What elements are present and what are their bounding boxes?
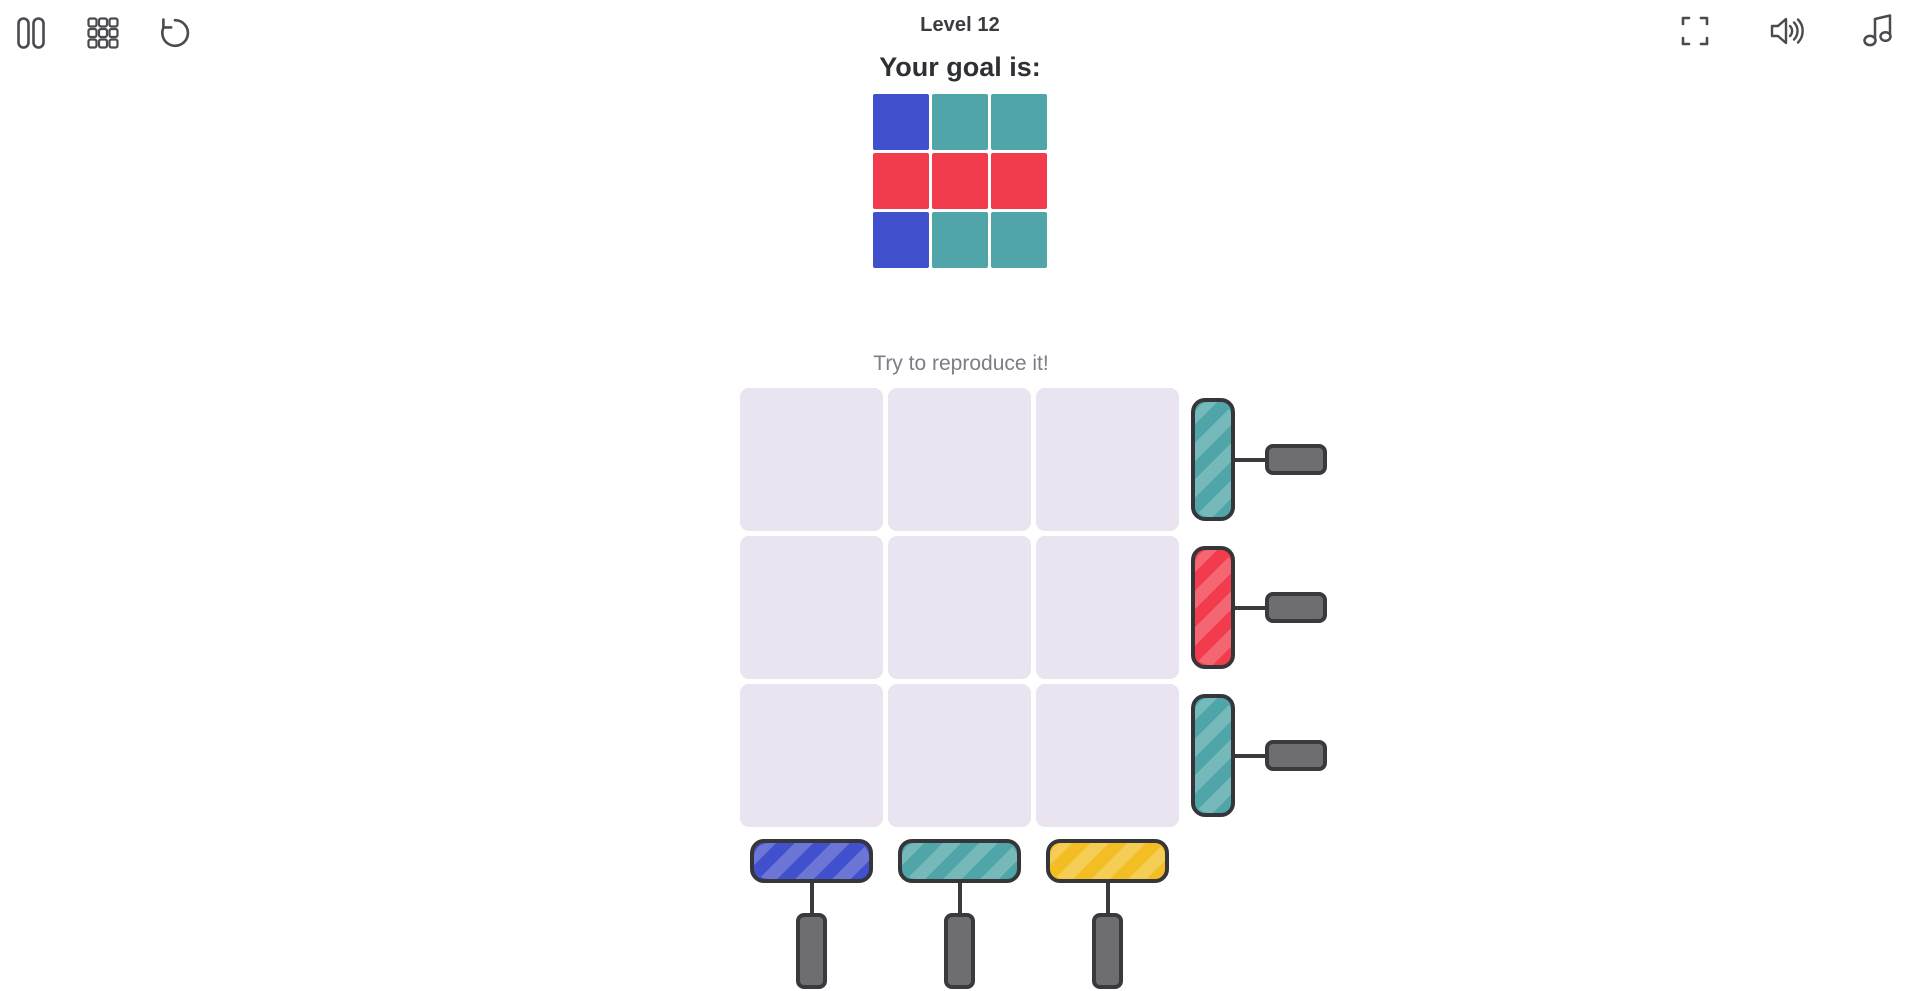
play-cell[interactable] — [740, 684, 883, 827]
column-paddle-rod — [957, 883, 962, 913]
row-paddle-rod — [1235, 753, 1265, 758]
row-paddle-handle[interactable] — [1265, 740, 1327, 771]
goal-heading: Your goal is: — [879, 52, 1041, 82]
goal-cell — [873, 212, 929, 268]
goal-grid — [873, 94, 1047, 268]
goal-cell — [932, 212, 988, 268]
speaker-icon — [1768, 14, 1806, 48]
goal-cell — [873, 94, 929, 150]
stripe-overlay — [1195, 698, 1231, 813]
row-paddle-group[interactable] — [1191, 694, 1327, 817]
column-paddle-group[interactable] — [898, 839, 1021, 989]
play-cell[interactable] — [888, 684, 1031, 827]
goal-cell — [991, 153, 1047, 209]
row-paddle-rod — [1235, 605, 1265, 610]
goal-cell — [991, 212, 1047, 268]
goal-cell — [932, 94, 988, 150]
column-paddle[interactable] — [1046, 839, 1169, 883]
play-cell[interactable] — [888, 388, 1031, 531]
pause-icon — [16, 16, 46, 50]
level-title: Level 12 — [920, 14, 1000, 36]
board-area: Try to reproduce it! — [740, 352, 1179, 827]
column-paddle-rod — [1105, 883, 1110, 913]
row-paddle[interactable] — [1191, 694, 1235, 817]
column-paddle[interactable] — [750, 839, 873, 883]
column-paddle[interactable] — [898, 839, 1021, 883]
play-cell[interactable] — [888, 536, 1031, 679]
row-paddle-group[interactable] — [1191, 398, 1327, 521]
play-cell[interactable] — [740, 388, 883, 531]
levels-grid-button[interactable] — [80, 10, 126, 56]
row-paddle-group[interactable] — [1191, 546, 1327, 669]
music-button[interactable] — [1856, 8, 1902, 54]
stripe-overlay — [1195, 550, 1231, 665]
play-cell[interactable] — [1036, 684, 1179, 827]
column-paddle-rod — [809, 883, 814, 913]
column-paddle-handle[interactable] — [944, 913, 975, 989]
goal-cell — [991, 94, 1047, 150]
pause-button[interactable] — [8, 10, 54, 56]
play-grid — [740, 388, 1179, 827]
goal-cell — [873, 153, 929, 209]
restart-button[interactable] — [152, 10, 198, 56]
column-paddle-group[interactable] — [1046, 839, 1169, 989]
grid-icon — [87, 17, 119, 49]
fullscreen-icon — [1678, 14, 1712, 48]
restart-icon — [157, 15, 193, 51]
row-paddle-handle[interactable] — [1265, 444, 1327, 475]
play-cell[interactable] — [740, 536, 883, 679]
stripe-overlay — [754, 843, 869, 879]
goal-cell — [932, 153, 988, 209]
music-note-icon — [1863, 13, 1895, 49]
stripe-overlay — [1195, 402, 1231, 517]
row-paddle[interactable] — [1191, 398, 1235, 521]
fullscreen-button[interactable] — [1672, 8, 1718, 54]
row-paddle[interactable] — [1191, 546, 1235, 669]
row-paddle-handle[interactable] — [1265, 592, 1327, 623]
top-right-controls — [1672, 8, 1902, 54]
play-cell[interactable] — [1036, 536, 1179, 679]
stripe-overlay — [1050, 843, 1165, 879]
play-cell[interactable] — [1036, 388, 1179, 531]
stripe-overlay — [902, 843, 1017, 879]
row-paddle-rod — [1235, 457, 1265, 462]
sound-button[interactable] — [1764, 8, 1810, 54]
top-left-controls — [8, 10, 198, 56]
board-caption: Try to reproduce it! — [873, 352, 1049, 375]
column-paddle-handle[interactable] — [1092, 913, 1123, 989]
column-paddle-group[interactable] — [750, 839, 873, 989]
column-paddle-handle[interactable] — [796, 913, 827, 989]
